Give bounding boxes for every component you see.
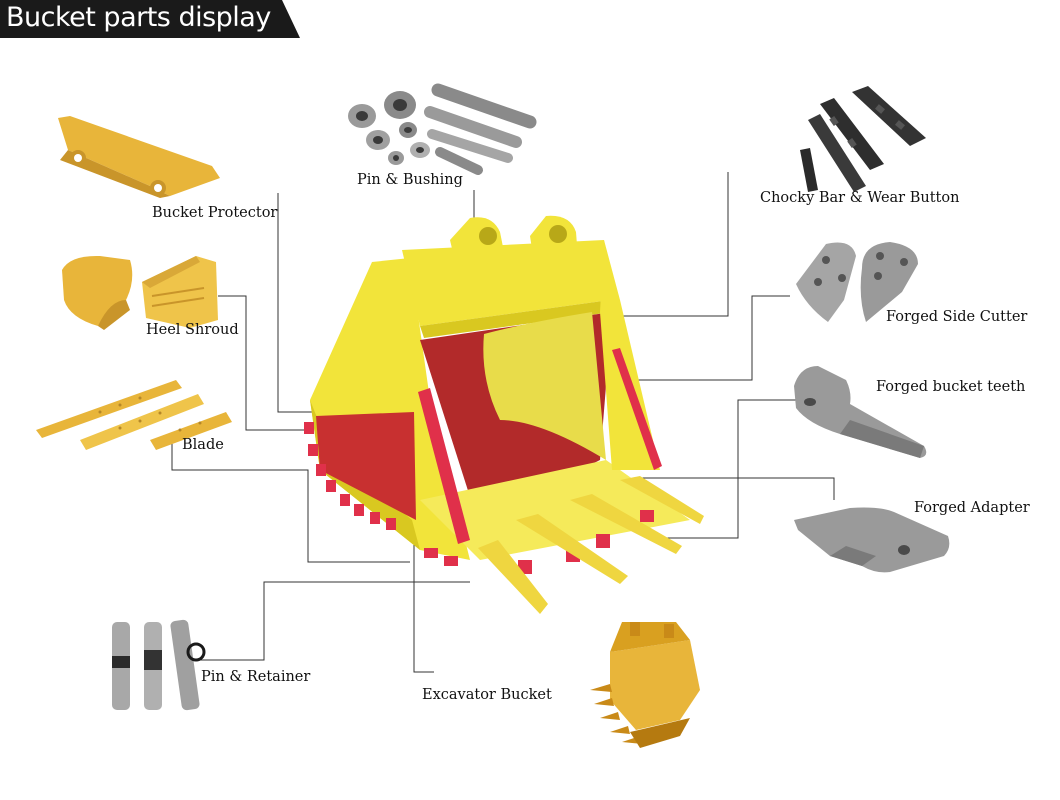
label-excavator-bucket: Excavator Bucket <box>422 687 552 703</box>
page-title-bar: Bucket parts display <box>0 0 300 38</box>
label-blade: Blade <box>182 437 224 453</box>
label-pin-bushing: Pin & Bushing <box>357 172 463 188</box>
label-chocky-bar: Chocky Bar & Wear Button <box>760 190 960 206</box>
blade-icon <box>36 380 232 450</box>
label-pin-retainer: Pin & Retainer <box>201 669 311 685</box>
chocky-bar-icon <box>800 86 926 192</box>
leader-heel-shroud <box>218 295 312 431</box>
pin-bushing-icon <box>348 83 537 175</box>
label-adapter: Forged Adapter <box>914 500 1030 516</box>
leader-pin-retainer <box>198 581 470 661</box>
pin-retainer-icon <box>112 619 206 711</box>
label-bucket-protector: Bucket Protector <box>152 205 278 221</box>
label-side-cutter: Forged Side Cutter <box>886 309 1028 325</box>
leader-excavator-bucket <box>413 538 434 673</box>
leader-chocky-bar <box>604 172 729 317</box>
bucket-protector-icon <box>58 116 220 198</box>
main-bucket-illustration <box>304 215 704 614</box>
excavator-bucket-icon <box>590 622 700 748</box>
bucket-tooth-icon <box>794 366 927 458</box>
label-bucket-teeth: Forged bucket teeth <box>876 379 1026 395</box>
page-title: Bucket parts display <box>6 2 271 33</box>
adapter-icon <box>794 507 950 573</box>
leader-blade <box>171 438 410 563</box>
leader-lines <box>171 172 835 673</box>
leader-adapter <box>640 477 835 500</box>
label-heel-shroud: Heel Shroud <box>146 322 239 338</box>
side-cutter-icon <box>796 242 918 322</box>
title-banner-shape <box>0 0 300 38</box>
leader-side-cutter <box>628 295 790 381</box>
leader-bucket-teeth <box>660 399 796 539</box>
heel-shroud-icon <box>62 255 218 330</box>
